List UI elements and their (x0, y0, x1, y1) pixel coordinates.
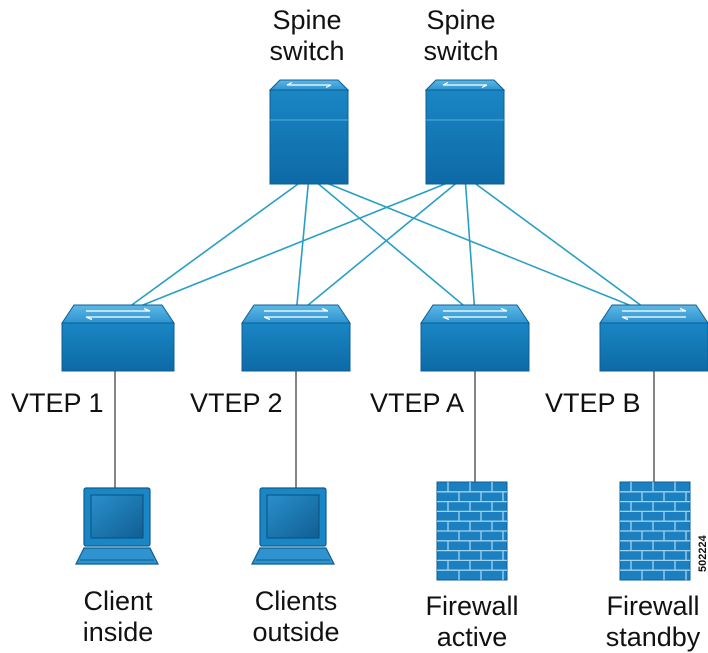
leaf-switch-icon (241, 304, 351, 372)
vtep-a-arrows (442, 307, 508, 321)
spine-switch-icon (424, 79, 506, 185)
spine-switch-icon (268, 79, 350, 185)
clients-outside-label-line1: Clients (254, 586, 338, 616)
leaf-switch-icon (599, 304, 708, 372)
client-inside-label-line2: inside (82, 617, 154, 647)
vtep-1-arrows (85, 307, 151, 321)
endpoint-devices (75, 481, 691, 581)
leaf-switch-icon (61, 304, 175, 372)
fabric-link-spine-1-vtep-b (308, 175, 655, 316)
firewall-icon (619, 481, 691, 581)
vtep-b-top (599, 304, 708, 324)
firewall-active-label-line2: active (436, 622, 508, 652)
vtep-a-top (420, 304, 530, 324)
spine-1-arrows (286, 81, 332, 89)
leaf-switches (61, 304, 708, 372)
vtep-1-body (61, 322, 175, 372)
vtep-2-label: VTEP 2 (190, 388, 283, 418)
client-inside-screen (90, 494, 144, 539)
fabric-link-spine-2-vtep-2 (295, 175, 466, 316)
access-links (114, 371, 655, 488)
firewall-standby-label: Firewall standby (597, 591, 708, 653)
laptop-icon (75, 487, 159, 565)
client-inside-label-line1: Client (83, 586, 153, 616)
spine-2-label: Spine switch (416, 5, 506, 67)
spine-2-label-line1: Spine (426, 5, 496, 35)
fabric-links (117, 175, 655, 316)
fabric-link-spine-2-vtep-b (464, 175, 655, 316)
firewall-standby-label-line2: standby (605, 622, 701, 652)
spine-1-body (269, 89, 349, 185)
fabric-link-spine-2-vtep-a (464, 175, 476, 316)
firewall-active-label: Firewall active (412, 591, 532, 653)
spine-2-arrows (442, 81, 488, 89)
vtep-1-label: VTEP 1 (11, 388, 104, 418)
spine-1-label: Spine switch (262, 5, 352, 67)
spine-2-body (425, 89, 505, 185)
fabric-link-spine-1-vtep-a (308, 175, 476, 316)
clients-outside-label-line2: outside (252, 617, 340, 647)
fabric-link-spine-1-vtep-1 (117, 175, 310, 316)
clients-outside-keyboard (251, 547, 335, 565)
spine-2-label-line2: switch (423, 36, 499, 66)
spine-1-label-line1: Spine (272, 5, 342, 35)
firewall-standby-label-line1: Firewall (606, 591, 700, 621)
fabric-link-spine-1-vtep-2 (295, 175, 310, 316)
vtep-a-label: VTEP A (370, 388, 465, 418)
vtep-a-body (420, 322, 530, 372)
fabric-link-spine-2-vtep-1 (117, 175, 466, 316)
client-inside-label: Client inside (68, 586, 168, 648)
vtep-1-top (61, 304, 175, 324)
leaf-switch-icon (420, 304, 530, 372)
spine-switches (268, 79, 506, 185)
firewall-active-label-line1: Firewall (425, 591, 519, 621)
vtep-2-body (241, 322, 351, 372)
clients-outside-screen (266, 494, 320, 539)
firewall-icon (436, 481, 508, 581)
vtep-b-arrows (621, 307, 687, 321)
vtep-b-label: VTEP B (545, 388, 641, 418)
vtep-b-body (599, 322, 708, 372)
client-inside-keyboard (75, 547, 159, 565)
spine-1-label-line2: switch (269, 36, 345, 66)
vtep-2-top (241, 304, 351, 324)
figure-id: 502224 (697, 535, 708, 572)
laptop-icon (251, 487, 335, 565)
vtep-2-arrows (263, 307, 329, 321)
clients-outside-label: Clients outside (241, 586, 351, 648)
